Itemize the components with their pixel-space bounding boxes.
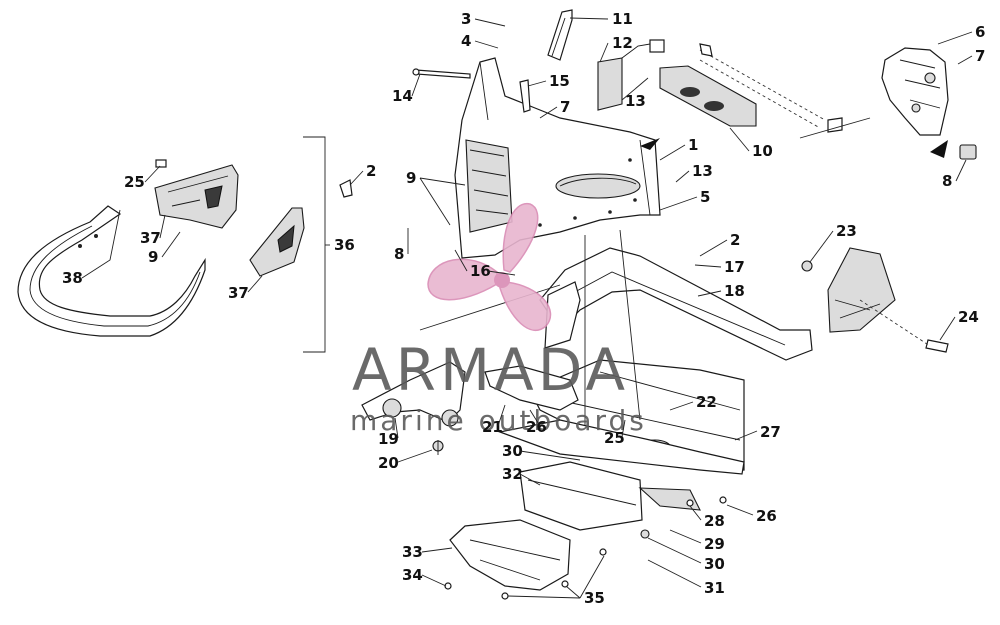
callout-27[interactable]: 27: [760, 423, 781, 441]
harness-cover: [597, 57, 623, 111]
callout-23[interactable]: 23: [836, 222, 857, 240]
callout-26[interactable]: 26: [756, 507, 777, 525]
skid-plates: [444, 419, 745, 600]
callout-13[interactable]: 13: [625, 92, 646, 110]
lower-skid-plate: [449, 519, 571, 591]
callout-2[interactable]: 2: [730, 231, 740, 249]
chassis-frame: [361, 229, 949, 471]
callout-12[interactable]: 12: [612, 34, 633, 52]
callout-19[interactable]: 19: [378, 430, 399, 448]
callout-10[interactable]: 10: [752, 142, 773, 160]
mirror-plate: [547, 9, 573, 61]
callout-8[interactable]: 8: [942, 172, 952, 190]
side-mount-plate: [827, 247, 896, 333]
upper-frame-rail: [539, 247, 813, 361]
callout-26[interactable]: 26: [526, 418, 547, 436]
callout-labels: 1 2 2 3 4 5 6 7 7 8 8 9 9 10 11 12 13 13…: [62, 10, 985, 607]
callout-38[interactable]: 38: [62, 269, 83, 287]
callout-22[interactable]: 22: [696, 393, 717, 411]
callout-3[interactable]: 3: [461, 10, 471, 28]
callout-15[interactable]: 15: [549, 72, 570, 90]
callout-1[interactable]: 1: [688, 136, 698, 154]
callout-33[interactable]: 33: [402, 543, 423, 561]
mid-skid-plate: [519, 461, 643, 531]
callout-16[interactable]: 16: [470, 262, 491, 280]
callout-36[interactable]: 36: [334, 236, 355, 254]
callout-24[interactable]: 24: [958, 308, 979, 326]
callout-4[interactable]: 4: [461, 32, 471, 50]
bumper-assembly: [17, 136, 353, 353]
callout-9[interactable]: 9: [406, 169, 416, 187]
callout-21[interactable]: 21: [482, 418, 503, 436]
bumper-bar: [17, 205, 206, 337]
callout-34[interactable]: 34: [402, 566, 423, 584]
callout-leader-lines: [81, 17, 973, 599]
right-bracket-assembly: [799, 47, 977, 160]
callout-7[interactable]: 7: [560, 98, 570, 116]
callout-30[interactable]: 30: [502, 442, 523, 460]
skid-guard: [638, 487, 701, 511]
callout-25[interactable]: 25: [124, 173, 145, 191]
callout-29[interactable]: 29: [704, 535, 725, 553]
callout-7[interactable]: 7: [975, 47, 985, 65]
callout-37[interactable]: 37: [140, 229, 161, 247]
upper-skid-plate: [497, 419, 745, 475]
bumper-bracket-upper: [154, 164, 239, 229]
callout-18[interactable]: 18: [724, 282, 745, 300]
callout-30[interactable]: 30: [704, 555, 725, 573]
callout-31[interactable]: 31: [704, 579, 725, 597]
callout-32[interactable]: 32: [502, 465, 523, 483]
callout-17[interactable]: 17: [724, 258, 745, 276]
top-parts: [412, 9, 826, 129]
watermark-brand: ARMADA: [352, 336, 629, 404]
callout-5[interactable]: 5: [700, 188, 710, 206]
propeller-logo: [427, 203, 552, 332]
callout-2[interactable]: 2: [366, 162, 376, 180]
callout-6[interactable]: 6: [975, 23, 985, 41]
callout-14[interactable]: 14: [392, 87, 413, 105]
callout-25[interactable]: 25: [604, 429, 625, 447]
frame-post: [544, 281, 581, 349]
callout-20[interactable]: 20: [378, 454, 399, 472]
callout-8[interactable]: 8: [394, 245, 404, 263]
armada-watermark: ARMADA marine outboards: [350, 203, 647, 437]
callout-9[interactable]: 9: [148, 248, 158, 266]
bumper-bracket-lower: [249, 207, 305, 277]
callout-28[interactable]: 28: [704, 512, 725, 530]
callout-11[interactable]: 11: [612, 10, 633, 28]
callout-35[interactable]: 35: [584, 589, 605, 607]
callout-13[interactable]: 13: [692, 162, 713, 180]
upper-mount-bracket: [881, 47, 949, 136]
steering-bracket: [484, 365, 579, 411]
top-plate: [659, 65, 757, 127]
callout-37[interactable]: 37: [228, 284, 249, 302]
watermark-tagline: marine outboards: [350, 404, 647, 437]
front-frame-assembly: [454, 57, 661, 259]
